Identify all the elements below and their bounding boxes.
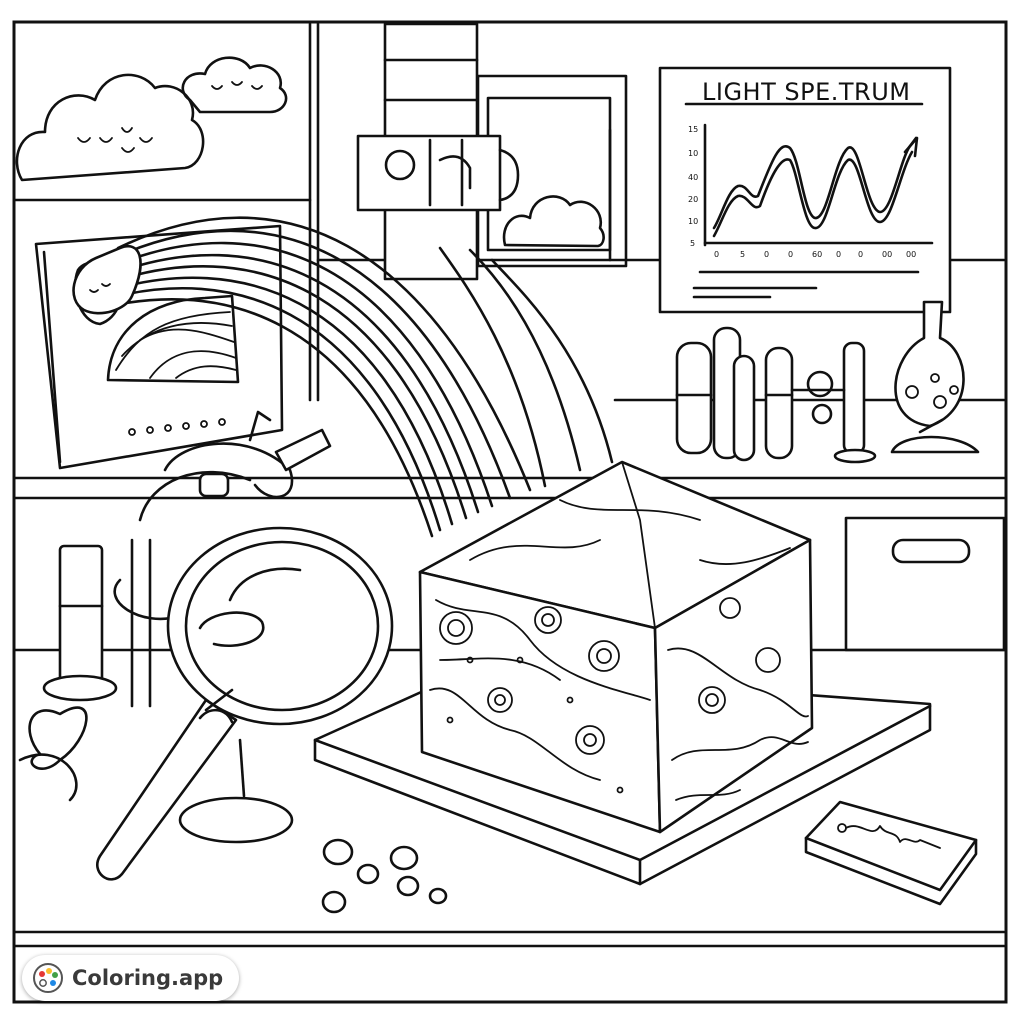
- test-tube-rack: [677, 328, 875, 462]
- x-tick: 0: [714, 250, 719, 259]
- badge-label: Coloring.app: [72, 966, 224, 990]
- poster-title: LIGHT SPE.TRUM: [702, 78, 911, 106]
- cloud-small-drawing: [183, 58, 286, 112]
- y-tick: 40: [688, 173, 698, 182]
- spectrum-card: [806, 802, 976, 904]
- round-flask: [892, 302, 978, 452]
- scattered-beads: [323, 840, 446, 912]
- prism-block: [315, 462, 930, 884]
- y-tick: 20: [688, 195, 698, 204]
- x-tick: 00: [906, 250, 916, 259]
- x-tick: 0: [836, 250, 841, 259]
- coloring-app-badge[interactable]: Coloring.app: [22, 955, 240, 1001]
- easel-picture-board: [36, 226, 282, 468]
- pillar-structure: [358, 24, 518, 279]
- x-tick: 0: [858, 250, 863, 259]
- x-tick: 60: [812, 250, 822, 259]
- x-tick: 5: [740, 250, 745, 259]
- palette-icon: [32, 962, 64, 994]
- y-tick: 5: [690, 239, 695, 248]
- graduated-cylinder: [44, 546, 116, 700]
- x-tick: 0: [788, 250, 793, 259]
- x-tick: 0: [764, 250, 769, 259]
- magnifying-glass: [20, 528, 392, 879]
- y-tick: 15: [688, 125, 698, 134]
- light-spectrum-poster: LIGHT SPE.TRUM 15 10 40 20 10 5 0 5 0 0 …: [660, 68, 950, 312]
- x-tick: 00: [882, 250, 892, 259]
- y-tick: 10: [688, 217, 698, 226]
- rainbow-light-beam: [74, 218, 612, 536]
- cloud-left-drawing: [17, 75, 203, 180]
- lab-stand-clamp: [115, 412, 330, 706]
- y-tick: 10: [688, 149, 698, 158]
